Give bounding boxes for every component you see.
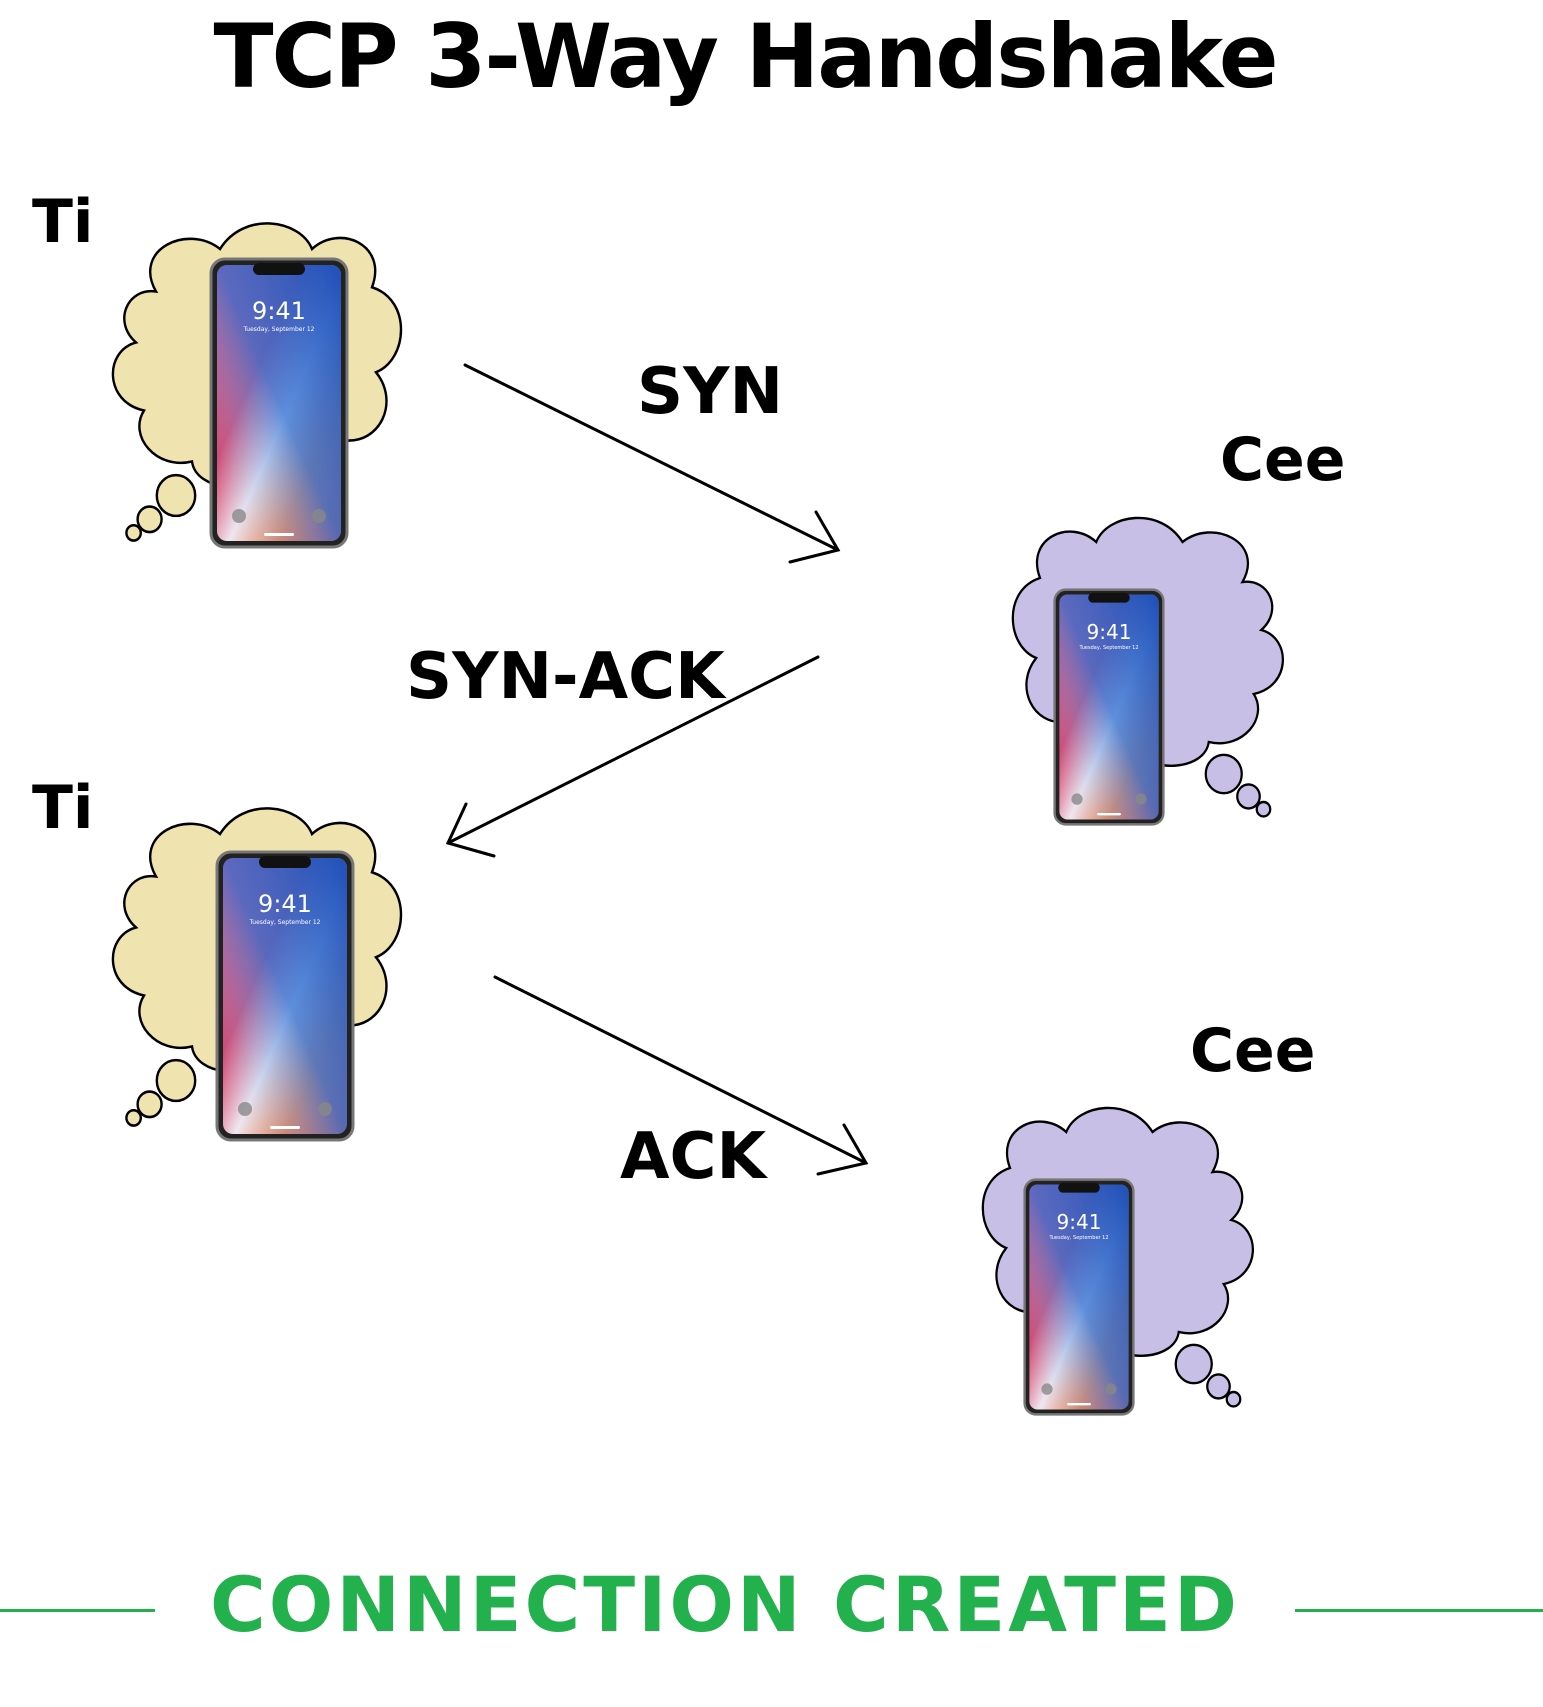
ti-device-2: 9:41 Tuesday, September 12 — [100, 800, 420, 1144]
syn-arrow-icon — [463, 363, 841, 564]
message-label-ack: ACK — [620, 1120, 767, 1194]
syn-ack-arrow-icon — [445, 655, 820, 858]
footer-rule-right — [1295, 1609, 1543, 1612]
smartphone-icon: 9:41 Tuesday, September 12 — [215, 850, 355, 1142]
footer-rule-left — [0, 1609, 155, 1612]
phone-time: 9:41 — [252, 297, 306, 325]
phone-date: Tuesday, September 12 — [1079, 645, 1139, 651]
cee-device-1: 9:41 Tuesday, September 12 — [995, 510, 1295, 834]
ack-arrow-icon — [493, 975, 869, 1176]
message-label-syn: SYN — [637, 355, 783, 429]
node-label-cee-1: Cee — [1220, 425, 1346, 495]
phone-date: Tuesday, September 12 — [243, 326, 315, 333]
connection-created-banner: CONNECTION CREATED — [209, 1560, 1241, 1649]
ti-device-1: 9:41 Tuesday, September 12 — [100, 215, 420, 559]
phone-time: 9:41 — [1056, 1210, 1102, 1234]
smartphone-icon: 9:41 Tuesday, September 12 — [1053, 588, 1165, 826]
smartphone-icon: 9:41 Tuesday, September 12 — [209, 257, 349, 549]
page-title: TCP 3-Way Handshake — [213, 5, 1278, 108]
phone-date: Tuesday, September 12 — [1049, 1235, 1109, 1241]
node-label-ti-1: Ti — [32, 187, 94, 257]
phone-time: 9:41 — [258, 890, 312, 918]
node-label-ti-2: Ti — [32, 773, 94, 843]
message-label-syn-ack: SYN-ACK — [406, 640, 725, 714]
cee-device-2: 9:41 Tuesday, September 12 — [965, 1100, 1265, 1424]
smartphone-icon: 9:41 Tuesday, September 12 — [1023, 1178, 1135, 1416]
phone-date: Tuesday, September 12 — [249, 919, 321, 926]
phone-time: 9:41 — [1086, 620, 1132, 644]
node-label-cee-2: Cee — [1190, 1016, 1316, 1086]
